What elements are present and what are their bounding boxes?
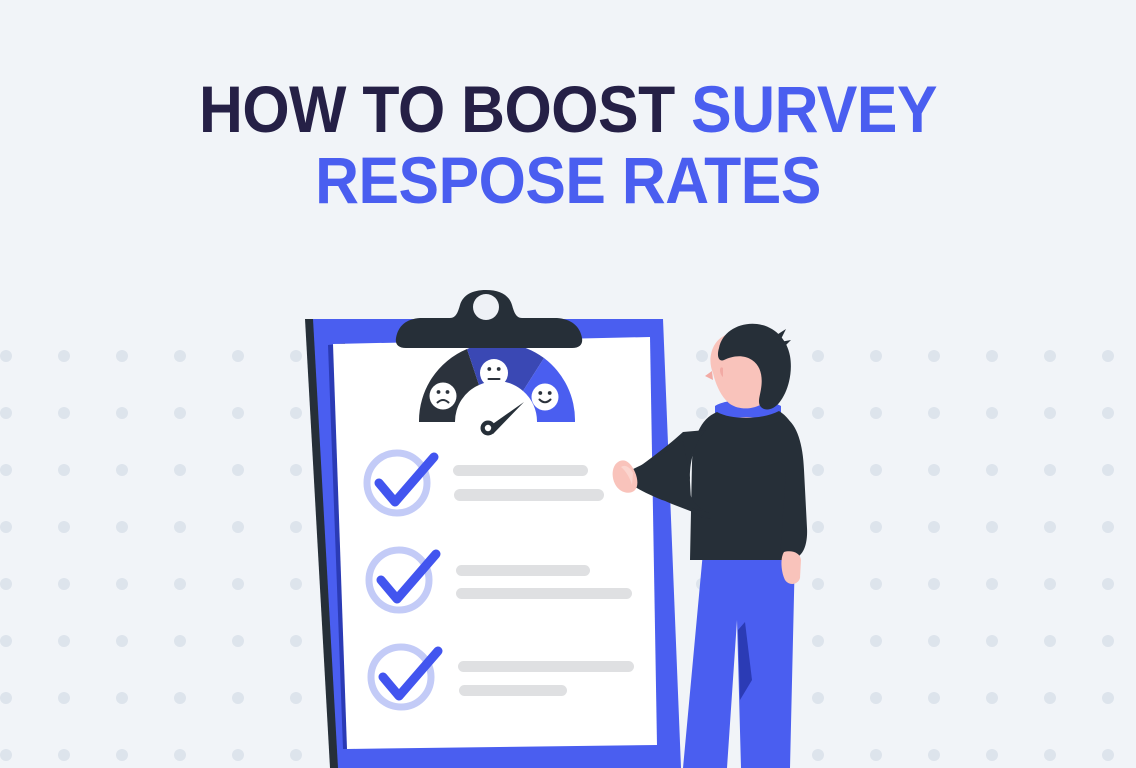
person-jacket bbox=[690, 411, 801, 560]
checklist-bar-2b bbox=[456, 588, 632, 599]
check-icon-1 bbox=[374, 452, 439, 507]
headline-line-2: RESPOSE RATES bbox=[315, 143, 821, 218]
gauge-needle bbox=[487, 402, 524, 434]
page-title: HOW TO BOOST SURVEY RESPOSE RATES bbox=[0, 76, 1136, 218]
person-nose bbox=[705, 371, 713, 380]
checklist-bar-2a bbox=[456, 565, 590, 576]
clipboard-clip bbox=[395, 290, 583, 348]
checklist-item-2[interactable] bbox=[365, 546, 632, 614]
person-hair bbox=[717, 323, 791, 410]
person-hair-strand-2 bbox=[780, 340, 791, 348]
checklist-bar-3a bbox=[458, 661, 634, 672]
satisfaction-gauge bbox=[418, 342, 576, 436]
person-right-hand-highlight bbox=[621, 465, 633, 485]
gauge-happy-face-icon bbox=[531, 383, 559, 411]
survey-respondent-figure bbox=[612, 323, 808, 768]
person-right-hand bbox=[612, 460, 638, 493]
survey-checklist bbox=[363, 449, 634, 711]
checklist-bar-1a bbox=[453, 465, 549, 476]
checklist-bar-1b bbox=[526, 465, 588, 476]
person-pants-shadow bbox=[738, 622, 752, 700]
headline-blue-text-survey: SURVEY bbox=[691, 72, 938, 146]
clipboard-paper bbox=[333, 337, 657, 749]
gauge-needle-hub-center bbox=[484, 424, 492, 432]
checklist-item-1[interactable] bbox=[363, 449, 604, 517]
headline-dark-text: HOW TO BOOST bbox=[198, 72, 692, 146]
person-left-arm bbox=[780, 418, 808, 558]
checklist-bar-1c bbox=[454, 489, 604, 501]
checklist-ring-3 bbox=[367, 643, 435, 711]
person-right-forearm bbox=[629, 441, 710, 513]
person-ear bbox=[720, 367, 723, 377]
gauge-neutral-face-icon bbox=[480, 359, 508, 387]
person-left-hand bbox=[781, 551, 801, 584]
checklist-item-3[interactable] bbox=[367, 643, 634, 711]
person-hair-strand bbox=[775, 329, 786, 341]
headline-line-1: HOW TO BOOST SURVEY bbox=[45, 76, 1090, 142]
gauge-sad-face-icon bbox=[429, 382, 457, 410]
clipboard-clip-hole bbox=[473, 294, 499, 320]
checklist-ring-2 bbox=[365, 546, 433, 614]
check-icon-3 bbox=[378, 646, 443, 701]
check-icon-2 bbox=[376, 549, 441, 604]
clipboard bbox=[305, 290, 681, 768]
checklist-ring-1 bbox=[363, 449, 431, 517]
checklist-bar-3b bbox=[459, 685, 567, 696]
